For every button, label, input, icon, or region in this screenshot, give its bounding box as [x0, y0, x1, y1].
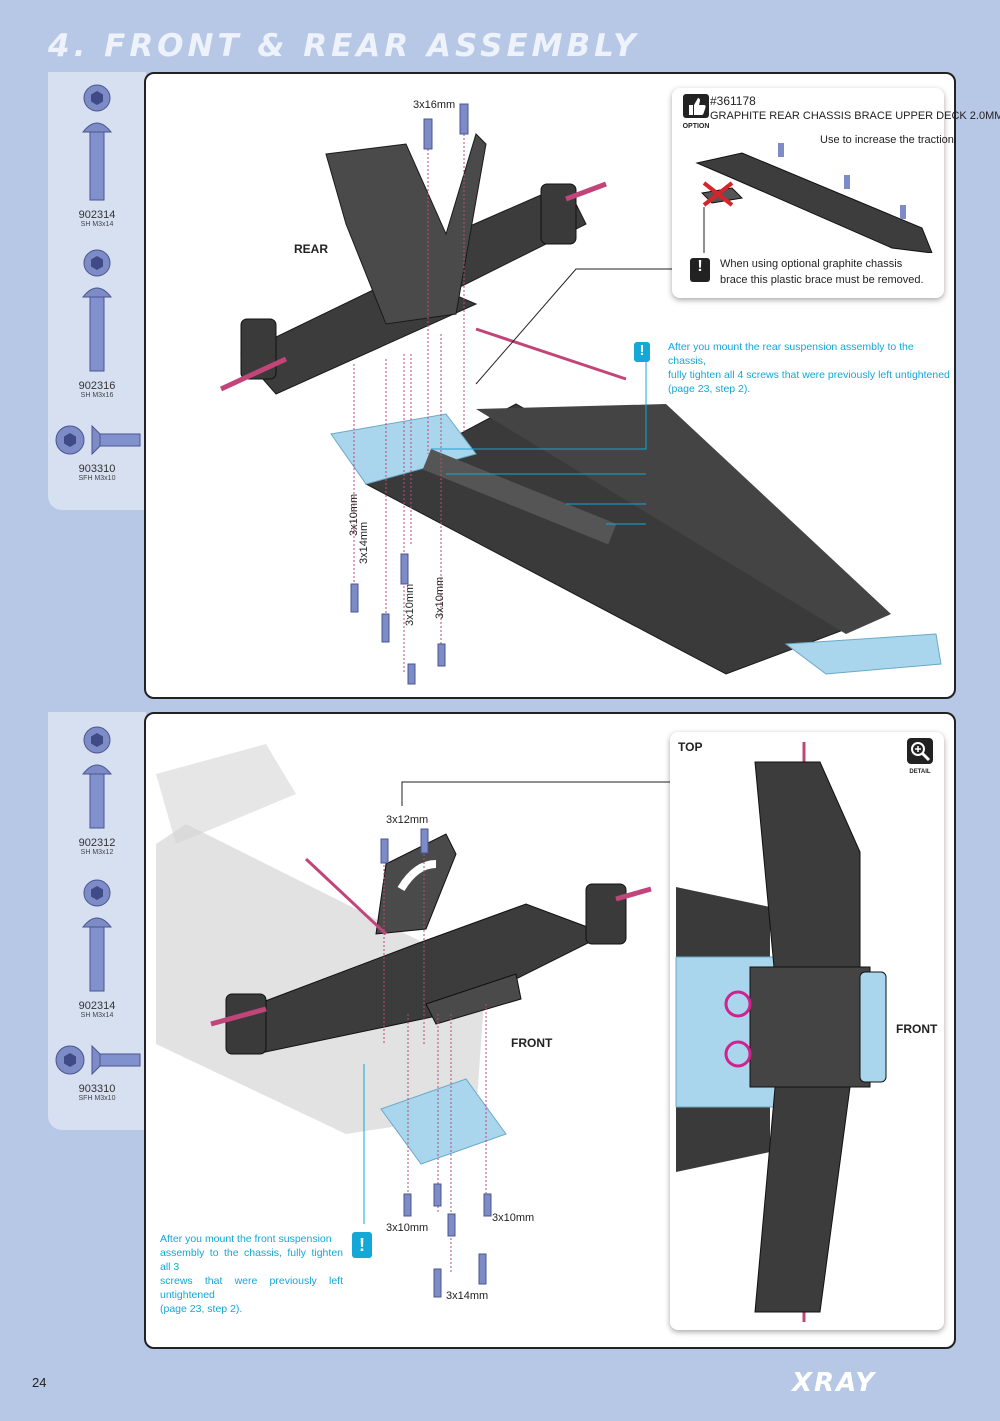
- warning-line: brace this plastic brace must be removed…: [720, 274, 924, 286]
- screw-size-label: 3x10mm: [434, 576, 446, 619]
- rear-assembly-illustration: [219, 103, 942, 685]
- screw-size-label: 3x12mm: [386, 814, 429, 826]
- part-code: 903310: [78, 463, 116, 475]
- part-code: 902316: [78, 380, 116, 392]
- option-warning: When using optional graphite chassis bra…: [720, 256, 924, 288]
- graphite-brace-illustration: [695, 143, 933, 253]
- warning-icon: !: [690, 258, 710, 282]
- rear-label: REAR: [294, 242, 329, 256]
- button-head-screw-icon: [81, 249, 113, 372]
- warning-line: When using optional graphite chassis: [720, 258, 903, 270]
- option-part-box: OPTION #361178 GRAPHITE REAR CHASSIS BRA…: [672, 88, 1000, 298]
- part-item: 902314 SH M3x14: [48, 877, 146, 1020]
- part-code: 902314: [78, 1000, 116, 1012]
- brand-logo: XRAY: [792, 1368, 877, 1398]
- part-spec: SFH M3x10: [78, 475, 116, 482]
- page-number: 24: [32, 1375, 47, 1390]
- part-spec: SH M3x12: [80, 849, 114, 856]
- part-item: 903310 SFH M3x10: [48, 1044, 146, 1103]
- note-line: (page 23, step 2).: [160, 1303, 243, 1315]
- part-code: 902314: [78, 209, 116, 221]
- magnifier-icon: [907, 738, 933, 764]
- parts-sidebar-bottom: 902312 SH M3x12 902314 SH M3x14 903310 S…: [48, 712, 146, 1130]
- note-line: screws that were previously left untight…: [160, 1275, 343, 1301]
- part-item: 902312 SH M3x12: [48, 724, 146, 857]
- option-part-name: GRAPHITE REAR CHASSIS BRACE UPPER DECK 2…: [710, 110, 1000, 122]
- button-head-screw-icon: [81, 879, 113, 992]
- rear-tighten-note: After you mount the rear suspension asse…: [668, 340, 954, 396]
- front-label: FRONT: [511, 1036, 553, 1050]
- top-view-label: TOP: [678, 740, 703, 754]
- flat-head-screw-icon: [55, 424, 141, 456]
- button-head-screw-icon: [81, 84, 113, 201]
- screw-size-label: 3x16mm: [413, 99, 456, 111]
- part-item: 902314 SH M3x14: [48, 82, 146, 229]
- note-line: After you mount the rear suspension asse…: [668, 341, 914, 367]
- top-detail-box: TOP DETAIL FRONT: [670, 732, 944, 1330]
- part-item: 902316 SH M3x16: [48, 247, 146, 400]
- front-assembly-illustration: [156, 744, 670, 1298]
- note-line: After you mount the front suspension: [160, 1233, 332, 1245]
- parts-sidebar-top: 902314 SH M3x14 902316 SH M3x16 903310 S…: [48, 72, 146, 510]
- option-badge-label: OPTION: [682, 123, 710, 130]
- screw-size-label: 3x10mm: [404, 583, 416, 626]
- part-spec: SH M3x14: [80, 1012, 114, 1019]
- detail-badge-label: DETAIL: [909, 769, 931, 775]
- warning-icon: !: [634, 342, 650, 362]
- part-code: 902312: [78, 837, 116, 849]
- screw-size-label: 3x14mm: [358, 521, 370, 564]
- flat-head-screw-icon: [55, 1044, 141, 1076]
- top-view-illustration: [675, 742, 887, 1322]
- button-head-screw-icon: [81, 726, 113, 829]
- warning-icon: !: [352, 1232, 372, 1258]
- part-spec: SFH M3x10: [78, 1095, 116, 1102]
- part-spec: SH M3x14: [80, 221, 114, 228]
- note-line: (page 23, step 2).: [668, 383, 751, 395]
- page-title: 4. FRONT & REAR ASSEMBLY: [48, 28, 640, 64]
- screw-size-label: 3x10mm: [492, 1212, 535, 1224]
- screw-size-label: 3x10mm: [386, 1222, 429, 1234]
- detail-badge: DETAIL: [904, 738, 936, 775]
- option-part-number: #361178: [710, 94, 756, 108]
- thumbs-up-icon: [683, 94, 709, 118]
- part-code: 903310: [78, 1083, 116, 1095]
- front-tighten-note: After you mount the front suspension ass…: [160, 1232, 343, 1316]
- note-line: fully tighten all 4 screws that were pre…: [668, 369, 950, 381]
- option-badge: OPTION: [680, 94, 712, 130]
- part-item: 903310 SFH M3x10: [48, 424, 146, 483]
- part-spec: SH M3x16: [80, 392, 114, 399]
- screw-size-label: 3x14mm: [446, 1290, 489, 1302]
- note-line: assembly to the chassis, fully tighten a…: [160, 1247, 343, 1273]
- option-tip: Use to increase the traction.: [820, 134, 957, 146]
- front-label: FRONT: [896, 1022, 938, 1036]
